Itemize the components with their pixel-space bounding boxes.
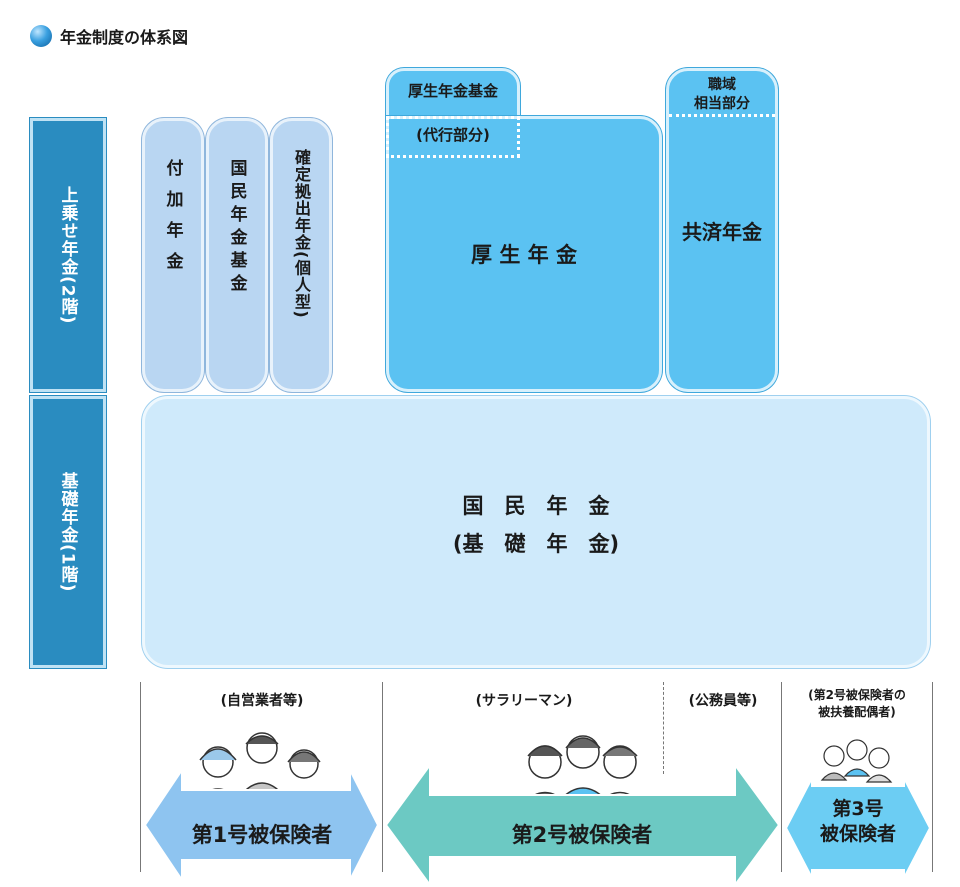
- group3-label-line2: 被扶養配偶者): [818, 705, 896, 719]
- plan-kyosai-nenkin: 共済年金: [666, 68, 778, 392]
- people-group3-icon: [820, 739, 893, 783]
- group-divider-2a-2b: [663, 682, 664, 774]
- group2-double-arrow: [384, 761, 781, 887]
- daiko-bubun-dotted-area: [386, 116, 520, 158]
- group-divider-left: [140, 682, 141, 872]
- group1-name: 第1号被保険者: [192, 823, 333, 847]
- kokumin-nenkin-label: 国 民 年 金: [462, 494, 610, 518]
- soto-bubun-label: 相当部分: [694, 96, 750, 112]
- group2b-label: (公務員等): [688, 693, 758, 709]
- diagram-title-text: 年金制度の体系図: [60, 28, 189, 47]
- daiko-bubun-label: (代行部分): [416, 126, 490, 144]
- group1-double-arrow: [143, 766, 380, 884]
- shokuiki-label: 職域: [708, 77, 736, 93]
- plan-kokumin-nenkin-base: [142, 396, 930, 668]
- plan-kokumin-nenkin-kikin: 国民年金基金: [206, 118, 268, 392]
- plan-kosei-nenkin: 厚 生 年 金: [386, 116, 662, 392]
- kosei-nenkin-kikin-label: 厚生年金基金: [407, 82, 498, 100]
- group3-double-arrow: [784, 777, 932, 879]
- globe-bullet-icon: [30, 25, 52, 47]
- tier-label-upper: 上乗せ年金(2階): [29, 117, 107, 393]
- group3-label-line1: (第2号被保険者の: [808, 688, 906, 702]
- kiso-nenkin-label: (基 礎 年 金): [452, 532, 620, 556]
- group3-name-line1: 第3号: [832, 797, 883, 820]
- plan-kakutei-kyoshutsu: 確定拠出年金(個人型): [270, 118, 332, 392]
- kosei-nenkin-label: 厚 生 年 金: [471, 243, 577, 267]
- group1-label: (自営業者等): [220, 693, 304, 709]
- plan-fuka-nenkin: 付加年金: [142, 118, 204, 392]
- group2-name: 第2号被保険者: [512, 823, 653, 847]
- diagram-title: 年金制度の体系図: [30, 22, 188, 50]
- kyosai-nenkin-label: 共済年金: [682, 219, 762, 244]
- group3-name-line2: 被保険者: [820, 822, 896, 845]
- group-divider-2-3: [781, 682, 782, 872]
- group-divider-1-2: [382, 682, 383, 872]
- group2-label: (サラリーマン): [475, 693, 573, 709]
- shokuiki-dotted-divider: [669, 114, 775, 117]
- group-divider-right: [932, 682, 933, 872]
- tier-label-base: 基礎年金(1階): [29, 395, 107, 669]
